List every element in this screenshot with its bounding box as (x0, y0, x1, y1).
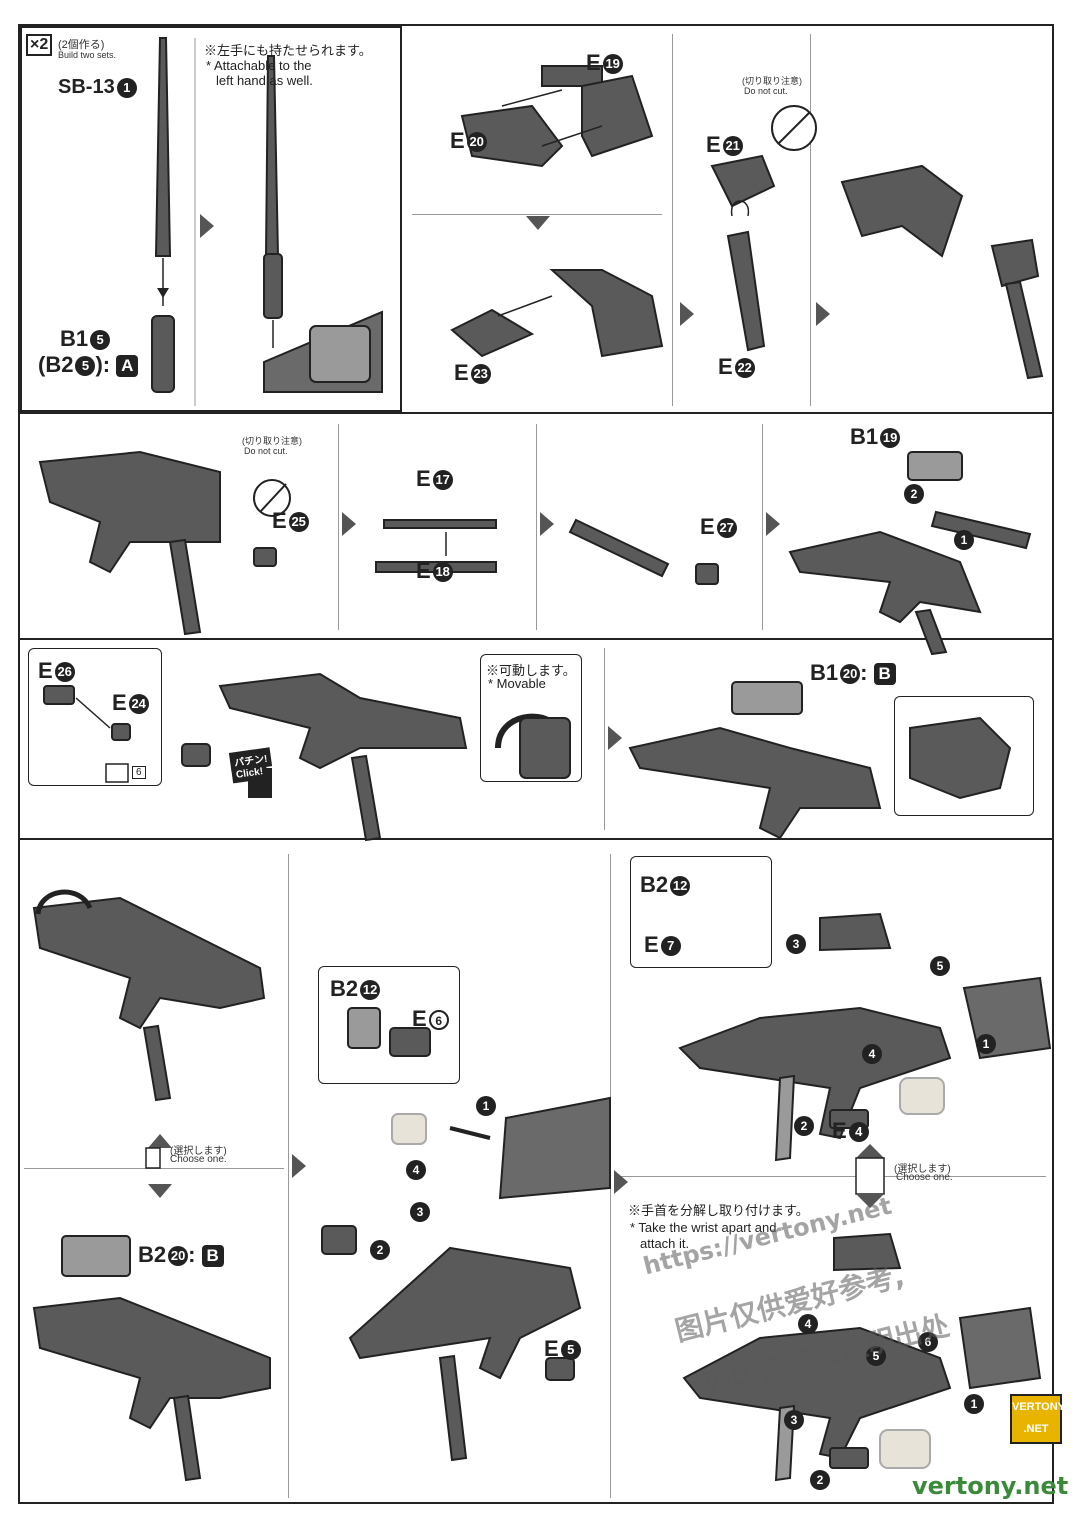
flow-arrow (200, 214, 214, 238)
choose-one-jp: (選択します) (170, 1146, 227, 1157)
flow-arrow (292, 1154, 306, 1178)
step-number: 4 (798, 1314, 818, 1334)
movable-note-en: * Movable (488, 676, 546, 691)
step-number: 3 (786, 934, 806, 954)
flow-arrow (816, 302, 830, 326)
callout-box-e26-e24 (28, 648, 162, 786)
set-count-jp: (2個作る) (58, 39, 105, 51)
note-left-hand-en2: left hand as well. (216, 73, 313, 88)
separator (412, 214, 662, 215)
step-number: 3 (784, 1410, 804, 1430)
note-left-hand-jp: ※左手にも持たせられます。 (204, 43, 372, 58)
sticker-number: 6 (132, 766, 146, 779)
flow-arrow (614, 1170, 628, 1194)
step-number: 4 (862, 1044, 882, 1064)
callout-box-b2-e7 (630, 856, 772, 968)
separator (672, 34, 673, 406)
step-number: 1 (476, 1096, 496, 1116)
wrist-note-jp: ※手首を分解し取り付けます。 (628, 1203, 809, 1218)
step-number: 2 (794, 1116, 814, 1136)
row4-illustrations (32, 889, 1052, 1482)
separator (616, 1176, 1046, 1177)
do-not-cut-en-2: Do not cut. (244, 446, 288, 456)
separator (536, 424, 537, 630)
wrist-note-en1: * Take the wrist apart and (630, 1220, 777, 1235)
flow-arrow (342, 512, 356, 536)
step-number: 1 (976, 1034, 996, 1054)
set-count-en: Build two sets. (58, 50, 117, 60)
callout-box-b2-e6 (318, 966, 460, 1084)
row-divider-3 (20, 838, 1052, 840)
choose-one-en: Choose one. (170, 1154, 227, 1165)
row3-illustrations (43, 672, 1012, 842)
step-number: 2 (810, 1470, 830, 1490)
step-number: 5 (930, 956, 950, 976)
step-number: 5 (866, 1346, 886, 1366)
separator (604, 648, 605, 830)
vertony-logo: VERTONY.NET (1010, 1394, 1065, 1444)
set-count-badge: ×2 (26, 34, 53, 56)
separator (762, 424, 763, 630)
step-number: 1 (964, 1394, 984, 1414)
step-number: 4 (406, 1160, 426, 1180)
step-box-antenna (20, 26, 402, 412)
row-divider-1 (20, 412, 1052, 414)
flow-arrow (526, 216, 550, 230)
choose-one-jp-2: (選択します) (894, 1164, 951, 1175)
flow-arrow (608, 726, 622, 750)
separator (338, 424, 339, 630)
step-number-1: 1 (954, 530, 974, 550)
row-divider-2 (20, 638, 1052, 640)
separator (288, 854, 289, 1498)
gun-body-illustrations (450, 65, 1044, 380)
do-not-cut-jp-2: (切り取り注意) (242, 436, 302, 446)
wrist-note-en2: attach it. (640, 1236, 690, 1251)
separator (810, 34, 811, 406)
flow-arrow (766, 512, 780, 536)
step-number: 3 (410, 1202, 430, 1222)
step-number-2: 2 (904, 484, 924, 504)
step-number: 2 (370, 1240, 390, 1260)
choose-one-en-2: Choose one. (896, 1172, 953, 1183)
site-watermark: vertony.net (912, 1472, 1069, 1500)
callout-box-magazine (894, 696, 1034, 816)
do-not-cut-en: Do not cut. (744, 86, 788, 96)
flow-arrow (540, 512, 554, 536)
row2-illustrations (38, 450, 1032, 656)
step-number: 6 (918, 1332, 938, 1352)
callout-box-movable (480, 654, 582, 782)
movable-note-jp: ※可動します。 (486, 663, 576, 678)
note-left-hand-en1: * Attachable to the (206, 58, 312, 73)
antenna-illustration (151, 37, 383, 406)
do-not-cut-jp: (切り取り注意) (742, 76, 802, 86)
flow-arrow (680, 302, 694, 326)
